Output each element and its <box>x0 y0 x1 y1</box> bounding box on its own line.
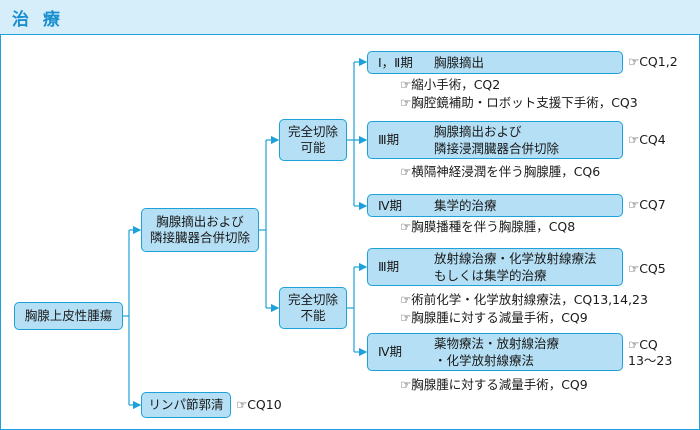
stage-3-incomplete-treatment: 放射線治療・化学放射線療法 もしくは集学的治療 <box>434 250 597 284</box>
complete-resection-possible-node: 完全切除 可能 <box>279 119 347 161</box>
stage-4-incomplete-ref-2: 13～23 <box>628 353 673 368</box>
surgery-line1: 胸腺摘出および <box>156 214 244 229</box>
stage-3-incomplete-line2: もしくは集学的治療 <box>434 268 547 283</box>
stage-1-2-note-1: ☞縮小手術，CQ2 <box>400 77 501 92</box>
lymph-label: リンパ節郭清 <box>148 397 224 412</box>
complete-line1: 完全切除 <box>287 124 338 139</box>
stage-3-incomplete-line1: 放射線治療・化学放射線療法 <box>434 251 597 266</box>
stage-4-incomplete-note-1: ☞胸腺腫に対する減量手術，CQ9 <box>400 377 588 392</box>
stage-3-complete-line1: 胸腺摘出および <box>434 124 522 139</box>
stage-3-complete-treatment: 胸腺摘出および 隣接浸潤臓器合併切除 <box>434 123 559 157</box>
stage-4-incomplete-label: Ⅳ期 <box>378 344 403 359</box>
surgery-node: 胸腺摘出および 隣接臓器合併切除 <box>141 208 259 252</box>
stage-4-complete-ref: ☞CQ7 <box>628 197 666 212</box>
stage-3-incomplete-ref: ☞CQ5 <box>628 261 666 276</box>
stage-1-2-label: Ⅰ，Ⅱ期 <box>378 54 413 70</box>
stage-1-2-treatment: 胸腺摘出 <box>434 54 485 70</box>
complete-resection-impossible-node: 完全切除 不能 <box>279 287 347 329</box>
complete-line2: 可能 <box>300 140 326 155</box>
stage-3-incomplete-node: Ⅲ期 放射線治療・化学放射線療法 もしくは集学的治療 <box>367 248 623 286</box>
stage-3-incomplete-note-2: ☞胸腺腫に対する減量手術，CQ9 <box>400 310 588 325</box>
stage-4-incomplete-node: Ⅳ期 薬物療法・放射線治療 ・化学放射線療法 <box>367 333 623 371</box>
root-label: 胸腺上皮性腫瘍 <box>24 308 113 323</box>
stage-4-complete-label: Ⅳ期 <box>378 197 403 213</box>
stage-3-complete-note-1: ☞横隔神経浸潤を伴う胸腺腫，CQ6 <box>400 164 601 179</box>
stage-4-complete-note-1: ☞胸膜播種を伴う胸腺腫，CQ8 <box>400 219 576 234</box>
stage-1-2-ref: ☞CQ1,2 <box>628 54 678 69</box>
lymph-ref: ☞CQ10 <box>236 397 282 412</box>
stage-4-incomplete-line1: 薬物療法・放射線治療 <box>434 336 560 351</box>
lymph-node: リンパ節郭清 <box>141 392 231 418</box>
stage-3-complete-ref: ☞CQ4 <box>628 132 666 147</box>
stage-4-incomplete-ref-1: ☞CQ <box>628 337 658 352</box>
surgery-line2: 隣接臓器合併切除 <box>149 230 250 245</box>
incomplete-line2: 不能 <box>300 308 326 323</box>
stage-3-incomplete-note-1: ☞術前化学・化学放射線療法，CQ13,14,23 <box>400 292 648 307</box>
stage-3-complete-node: Ⅲ期 胸腺摘出および 隣接浸潤臓器合併切除 <box>367 121 623 159</box>
stage-3-incomplete-label: Ⅲ期 <box>378 259 400 274</box>
header-bar: 治 療 <box>0 0 700 35</box>
section-title: 治 療 <box>12 10 64 30</box>
stage-4-complete-node: Ⅳ期 集学的治療 <box>367 194 623 217</box>
stage-3-complete-label: Ⅲ期 <box>378 132 400 147</box>
stage-4-complete-treatment: 集学的治療 <box>434 197 497 213</box>
stage-4-incomplete-line2: ・化学放射線療法 <box>434 353 535 368</box>
stage-3-complete-line2: 隣接浸潤臓器合併切除 <box>434 141 560 156</box>
root-node: 胸腺上皮性腫瘍 <box>14 302 123 330</box>
stage-4-incomplete-treatment: 薬物療法・放射線治療 ・化学放射線療法 <box>434 335 559 369</box>
incomplete-line1: 完全切除 <box>287 292 338 307</box>
stage-1-2-note-2: ☞胸腔鏡補助・ロボット支援下手術，CQ3 <box>400 95 638 110</box>
stage-1-2-node: Ⅰ，Ⅱ期 胸腺摘出 <box>367 51 623 74</box>
